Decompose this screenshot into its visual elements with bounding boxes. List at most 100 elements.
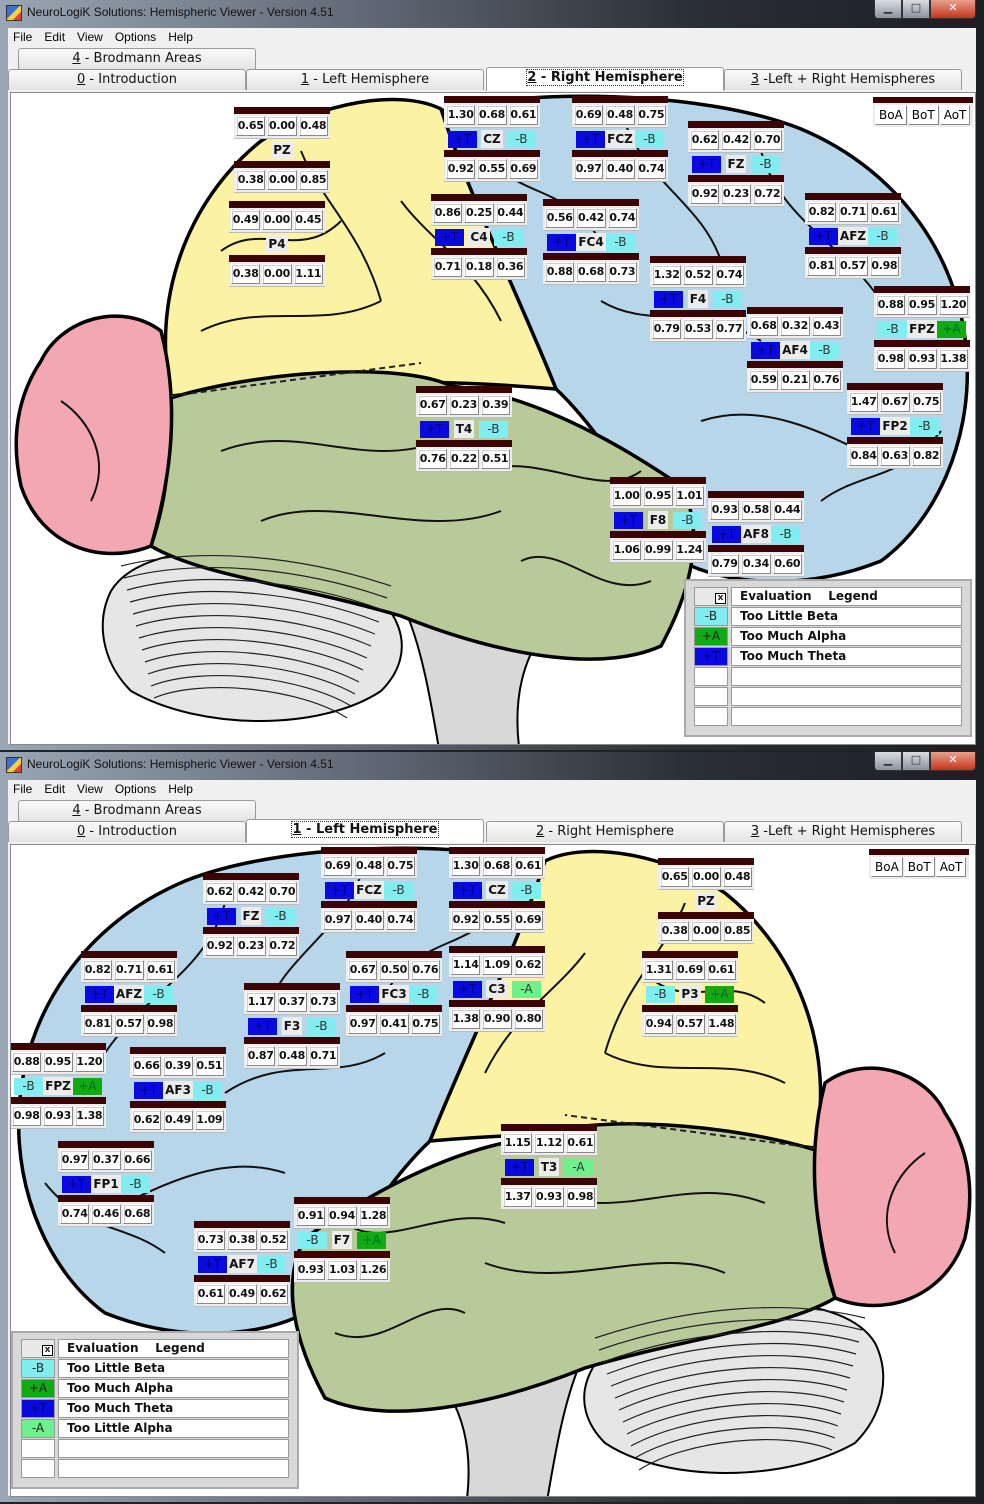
tab-brodmann-areas[interactable]: 4 - Brodmann Areas <box>18 48 256 69</box>
cerebellum-fold <box>150 675 352 707</box>
band-button-aot[interactable]: AoT <box>935 857 967 877</box>
electrode-header-bar <box>572 96 668 103</box>
tab-introduction[interactable]: 0 - Introduction <box>8 69 246 90</box>
legend-label: Too Much Alpha <box>731 627 962 646</box>
menu-edit[interactable]: Edit <box>44 30 66 44</box>
menu-help[interactable]: Help <box>168 782 193 796</box>
cerebellum-fold <box>138 627 368 659</box>
value-cell: 0.88 <box>876 295 906 315</box>
tab-label: 1 - Left Hemisphere <box>291 821 439 838</box>
value-cell: 0.88 <box>545 262 575 282</box>
value-cell: 0.73 <box>196 1230 226 1250</box>
legend-key <box>21 1439 55 1458</box>
cerebellum-fold <box>630 1415 839 1447</box>
menu-file[interactable]: File <box>13 782 33 796</box>
maximize-button[interactable]: □ <box>902 0 930 19</box>
electrode-name: FZ <box>240 907 262 925</box>
close-button[interactable]: ✕ <box>930 0 976 19</box>
tab-left-right-hemispheres[interactable]: 3 -Left + Right Hemispheres <box>724 69 962 90</box>
band-button-boa[interactable]: BoA <box>871 857 903 877</box>
value-cell: 0.76 <box>811 370 841 390</box>
band-button-bot[interactable]: BoT <box>907 105 939 125</box>
value-cell: 0.23 <box>449 395 479 415</box>
legend-label <box>731 707 962 726</box>
menu-edit[interactable]: Edit <box>44 782 66 796</box>
maximize-button[interactable]: □ <box>902 752 930 771</box>
tab-right-hemisphere[interactable]: 2 - Right Hemisphere <box>486 67 724 91</box>
tab-right-hemisphere[interactable]: 2 - Right Hemisphere <box>486 821 724 842</box>
legend-close-checkbox[interactable]: x <box>715 593 726 604</box>
band-button-bot[interactable]: BoT <box>903 857 935 877</box>
menu-options[interactable]: Options <box>114 782 157 796</box>
gyrus-line <box>334 1307 466 1339</box>
electrode-header-bar <box>501 1124 597 1131</box>
tab-introduction[interactable]: 0 - Introduction <box>8 821 246 842</box>
menu-view[interactable]: View <box>77 782 103 796</box>
menu-help[interactable]: Help <box>168 30 193 44</box>
electrode-name: C4 <box>468 228 490 246</box>
tab-left-hemisphere[interactable]: 1 - Left Hemisphere <box>246 69 484 90</box>
value-cell: 0.39 <box>163 1056 193 1076</box>
menu-view[interactable]: View <box>77 30 103 44</box>
gyrus-line <box>60 400 100 502</box>
tag-left: +T <box>851 417 880 435</box>
band-button-boa[interactable]: BoA <box>875 105 907 125</box>
band-button-aot[interactable]: AoT <box>939 105 971 125</box>
minimize-button[interactable]: ▁ <box>874 752 902 771</box>
legend-close-checkbox[interactable]: x <box>42 1345 53 1356</box>
tab-brodmann-areas[interactable]: 4 - Brodmann Areas <box>18 800 256 821</box>
value-cell: 0.68 <box>477 105 507 125</box>
value-cell: 1.09 <box>482 955 512 975</box>
tag-right: -B <box>408 985 438 1003</box>
menu-file[interactable]: File <box>13 30 33 44</box>
electrode-header-bar <box>543 199 639 206</box>
electrode-name: FC3 <box>379 985 409 1003</box>
value-cell: 0.38 <box>660 921 690 941</box>
electrode-name: AFZ <box>113 985 145 1003</box>
close-button[interactable]: ✕ <box>930 752 976 771</box>
tab-left-hemisphere[interactable]: 1 - Left Hemisphere <box>246 819 484 843</box>
value-cell: 0.43 <box>811 316 841 336</box>
window-title: NeuroLogiK Solutions: Hemispheric Viewer… <box>27 5 334 19</box>
value-cell: 0.90 <box>482 1009 512 1029</box>
minimize-button[interactable]: ▁ <box>874 0 902 19</box>
tab-left-right-hemispheres[interactable]: 3 -Left + Right Hemispheres <box>724 821 962 842</box>
menu-options[interactable]: Options <box>114 30 157 44</box>
electrode-name: AF8 <box>741 525 771 543</box>
